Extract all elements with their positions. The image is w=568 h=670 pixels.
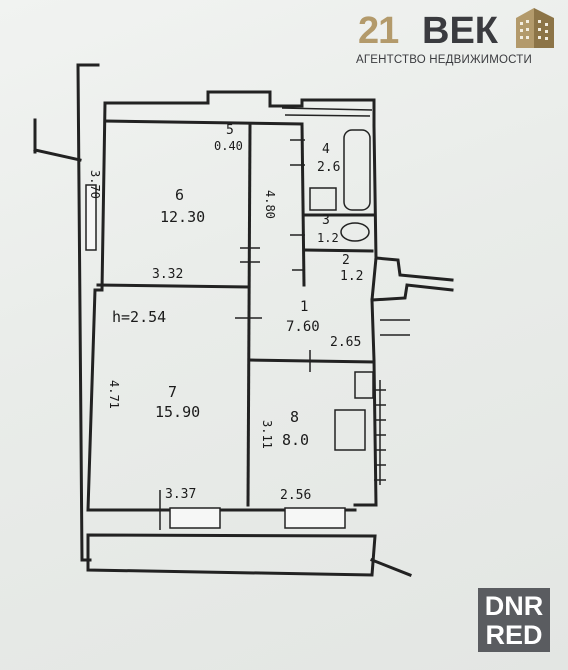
window-bottom-right [284,507,346,529]
wall-room6-right [246,123,252,507]
dim-4-80: 4.80 [263,190,277,219]
watermark-line1: DNR [484,591,544,621]
agency-logo: 21 ВЕК АГЕНТСТВО НЕДВИЖИМОСТИ [356,4,564,70]
balcony [86,533,377,577]
logo-subtitle: АГЕНТСТВО НЕДВИЖИМОСТИ [356,54,532,66]
dim-3-70: 3.70 [88,170,102,199]
logo-word: ВЕК [422,10,498,52]
right-corridor-wall-2 [370,283,454,302]
room-1-number: 1 [300,299,309,315]
room-8-area: 8.0 [282,431,310,449]
room-8-number: 8 [290,408,300,426]
watermark-line2: RED [485,620,543,650]
dim-2-56: 2.56 [280,488,312,503]
dim-3-32: 3.32 [152,267,184,282]
dim-3-37: 3.37 [165,487,197,502]
room-6-number: 6 [175,186,185,204]
toilet [340,222,370,242]
dim-2-65: 2.65 [330,335,362,350]
room-3-area: 1.2 [317,231,339,245]
outer-wall-left [86,101,152,512]
room-5-number: 5 [226,123,234,138]
window-bottom-left [169,507,221,529]
room-2-number: 2 [342,253,350,268]
room-2-area: 1.2 [340,269,364,284]
right-corridor-wall [374,256,454,282]
wall-room8-top [248,358,376,364]
dim-4-71: 4.71 [107,380,121,409]
watermark-badge: DNR RED [478,588,550,652]
outer-wall-top [103,90,376,128]
stair-ledge [33,148,82,162]
dim-3-11: 3.11 [260,420,274,449]
wall-wc-bottom [303,248,374,253]
sink [309,187,337,211]
window-left [85,184,97,251]
wall-bath-left [300,122,306,287]
balcony-ext [370,558,412,577]
room-4-number: 4 [322,142,330,157]
room-3-number: 3 [322,213,330,228]
stove [334,409,366,451]
building-icon [516,8,554,48]
room-5-area: 0.40 [214,139,243,153]
ceiling-height: h=2.54 [112,308,167,326]
outer-wall-right [353,124,378,507]
fridge-box [354,371,374,399]
logo-number: 21 [358,10,399,52]
window-stripes [281,107,373,117]
wall-room6-bottom [96,283,250,289]
radiator [374,380,386,485]
bathtub [343,129,371,211]
room-4-area: 2.6 [317,160,341,175]
room-7-number: 7 [168,383,178,401]
room-6-area: 12.30 [160,208,206,226]
room-7-area: 15.90 [155,403,201,421]
wall-room6-top [103,119,304,126]
room-1-area: 7.60 [286,319,320,335]
